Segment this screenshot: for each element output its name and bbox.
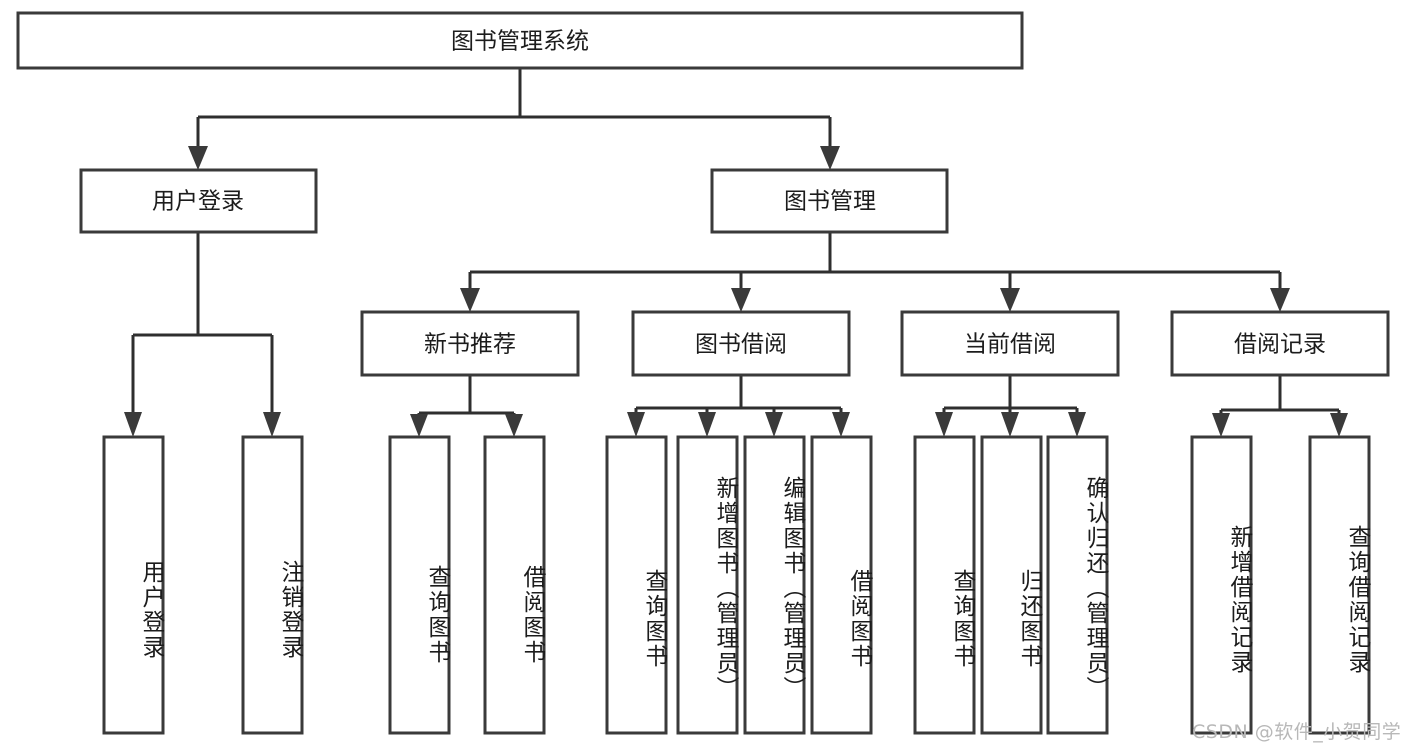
arrowhead-book-manage <box>820 146 840 170</box>
leaf-box-query-book-2[interactable] <box>605 435 668 735</box>
node-current-borrow[interactable]: 当前借阅 <box>900 310 1120 377</box>
node-root-box[interactable] <box>16 11 1024 70</box>
arrowhead-leaf-query-book-1 <box>410 414 428 437</box>
arrowhead-leaf-query-book-2 <box>627 412 645 437</box>
node-new-book-recommend[interactable]: 新书推荐 <box>360 310 580 377</box>
arrowhead-current-borrow <box>1000 288 1020 312</box>
node-root-label: 图书管理系统 <box>451 29 589 55</box>
node-book-borrow-label: 图书借阅 <box>695 332 787 358</box>
leaf-box-borrow-book-1[interactable] <box>483 435 546 735</box>
leaf-box-query-book-3[interactable] <box>913 435 976 735</box>
arrowhead-leaf-user-login <box>124 412 142 437</box>
arrowhead-new-book <box>460 288 480 312</box>
node-user-login-label: 用户登录 <box>152 189 244 215</box>
arrowhead-leaf-edit-book <box>765 412 783 437</box>
arrowhead-leaf-logout <box>263 412 281 437</box>
leaf-box-add-record[interactable] <box>1190 435 1253 735</box>
node-book-borrow[interactable]: 图书借阅 <box>631 310 851 377</box>
connector-group-booklmanage-to-level3 <box>460 232 1290 312</box>
connector-group-newbook-to-leaves <box>410 375 523 437</box>
arrowhead-leaf-query-record <box>1330 413 1348 437</box>
arrowhead-leaf-confirm-return <box>1068 412 1086 437</box>
leaf-box-add-book[interactable] <box>676 435 739 735</box>
node-book-borrow-box[interactable] <box>631 310 851 377</box>
node-current-borrow-label: 当前借阅 <box>964 332 1056 358</box>
arrowhead-user-login <box>188 146 208 170</box>
node-root-system[interactable]: 图书管理系统 <box>16 11 1024 70</box>
node-new-book-recommend-box[interactable] <box>360 310 580 377</box>
node-book-manage-box[interactable] <box>710 168 949 234</box>
arrowhead-leaf-borrow-book-1 <box>505 414 523 437</box>
node-borrow-record-label: 借阅记录 <box>1234 332 1326 358</box>
node-new-book-recommend-label: 新书推荐 <box>424 332 516 358</box>
leaf-box-edit-book[interactable] <box>743 435 806 735</box>
leaf-box-borrow-book-2[interactable] <box>810 435 873 735</box>
csdn-watermark: CSDN @软件_小贺同学 <box>1192 721 1402 743</box>
connector-group-borrowbook-to-leaves <box>627 375 850 437</box>
node-borrow-record-box[interactable] <box>1170 310 1390 377</box>
node-user-login[interactable]: 用户登录 <box>79 168 318 234</box>
leaf-box-query-record[interactable] <box>1308 435 1371 735</box>
leaf-box-group <box>102 435 1371 735</box>
leaf-box-confirm-return[interactable] <box>1046 435 1109 735</box>
leaf-box-user-login[interactable] <box>102 435 165 735</box>
arrowhead-leaf-borrow-book-2 <box>832 412 850 437</box>
connector-group-borrowrecord-to-leaves <box>1212 375 1348 437</box>
arrowhead-borrow-record <box>1270 288 1290 312</box>
connector-group-userlogin-to-leaves <box>124 232 281 437</box>
arrowhead-leaf-add-record <box>1212 413 1230 437</box>
leaf-box-return-book[interactable] <box>980 435 1043 735</box>
leaf-box-logout[interactable] <box>241 435 304 735</box>
node-user-login-box[interactable] <box>79 168 318 234</box>
connector-group-root-to-level2 <box>188 68 840 170</box>
node-current-borrow-box[interactable] <box>900 310 1120 377</box>
node-borrow-record[interactable]: 借阅记录 <box>1170 310 1390 377</box>
arrowhead-borrow-book <box>731 288 751 312</box>
connector-group-currentborrow-to-leaves <box>935 375 1086 437</box>
node-book-manage[interactable]: 图书管理 <box>710 168 949 234</box>
arrowhead-leaf-return-book <box>1001 412 1019 437</box>
node-book-manage-label: 图书管理 <box>784 189 876 215</box>
arrowhead-leaf-add-book <box>698 412 716 437</box>
arrowhead-leaf-query-book-3 <box>935 412 953 437</box>
leaf-box-query-book-1[interactable] <box>388 435 451 735</box>
